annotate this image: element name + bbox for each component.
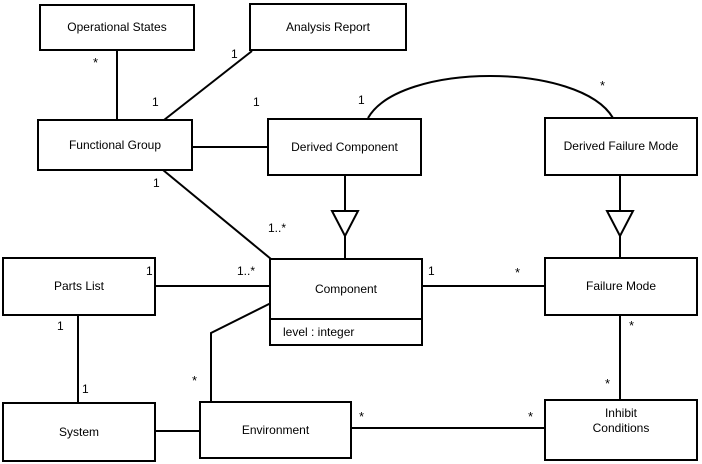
- multiplicity-functional-group-to-derived-component: 1: [253, 95, 260, 109]
- class-environment[interactable]: Environment: [199, 401, 352, 459]
- multiplicity-functional-group-to-analysis-report: 1: [152, 95, 159, 109]
- multiplicity-inhibit-conditions-from-failure-mode: *: [605, 376, 611, 391]
- multiplicity-analysis-report-end: 1: [231, 47, 238, 61]
- class-name-environment: Environment: [241, 422, 310, 437]
- multiplicity-failure-mode-to-inhibit-conditions: *: [629, 318, 635, 333]
- class-name-component: Component: [314, 281, 378, 296]
- class-name-inhibit-conditions-line1: Inhibit: [604, 406, 637, 420]
- class-derived-failure-mode[interactable]: Derived Failure Mode: [544, 117, 698, 176]
- multiplicity-derived-failure-mode-arc: *: [600, 78, 606, 93]
- multiplicity-functional-group-to-component: 1: [153, 176, 160, 190]
- multiplicity-inhibit-conditions-from-environment: *: [528, 409, 534, 424]
- class-derived-component[interactable]: Derived Component: [267, 118, 422, 176]
- multiplicity-environment-to-component: *: [192, 373, 198, 388]
- class-name-inhibit-conditions: Inhibit Conditions: [546, 401, 696, 459]
- multiplicity-component-from-parts-list: 1..*: [237, 264, 256, 278]
- multiplicity-component-to-failure-mode: 1: [428, 264, 435, 278]
- multiplicity-component-from-functional-group: 1..*: [268, 221, 287, 235]
- edge-derived-component-derived-failure-mode-curve: [367, 75, 614, 119]
- class-name-system: System: [58, 424, 99, 439]
- class-name-analysis-report: Analysis Report: [285, 19, 371, 34]
- class-system[interactable]: System: [2, 402, 156, 462]
- class-name-functional-group: Functional Group: [68, 137, 162, 152]
- class-failure-mode[interactable]: Failure Mode: [544, 257, 698, 316]
- class-operational-states[interactable]: Operational States: [39, 4, 195, 51]
- class-parts-list[interactable]: Parts List: [2, 257, 156, 316]
- class-name-failure-mode: Failure Mode: [585, 279, 657, 293]
- edge-environment-component: [210, 302, 272, 401]
- generalization-triangle-failure-mode: [605, 210, 635, 239]
- multiplicity-derived-component-arc: 1: [358, 93, 365, 107]
- class-functional-group[interactable]: Functional Group: [37, 119, 193, 171]
- class-name-derived-failure-mode: Derived Failure Mode: [563, 139, 679, 153]
- class-name-inhibit-conditions-line2: Conditions: [592, 421, 650, 435]
- class-name-operational-states: Operational States: [67, 20, 167, 34]
- edge-functional-group-component: [162, 169, 272, 260]
- edge-functional-group-analysis-report: [163, 50, 253, 121]
- class-name-parts-list: Parts List: [53, 279, 104, 293]
- multiplicity-parts-list-to-system-top: 1: [57, 319, 64, 333]
- class-analysis-report[interactable]: Analysis Report: [249, 3, 407, 51]
- multiplicity-parts-list-to-system-bottom: 1: [82, 382, 89, 396]
- multiplicity-operational-states-to-functional-group: *: [93, 55, 99, 70]
- class-component[interactable]: Component level : integer: [269, 258, 423, 346]
- multiplicity-failure-mode-from-component: *: [515, 265, 521, 280]
- class-name-derived-component: Derived Component: [291, 139, 398, 154]
- multiplicity-parts-list-to-component: 1: [146, 264, 153, 278]
- class-attribute-component-level: level : integer: [271, 318, 421, 344]
- class-inhibit-conditions[interactable]: Inhibit Conditions: [544, 399, 698, 461]
- multiplicity-environment-to-inhibit-conditions: *: [359, 409, 365, 424]
- generalization-triangle-component: [330, 210, 360, 239]
